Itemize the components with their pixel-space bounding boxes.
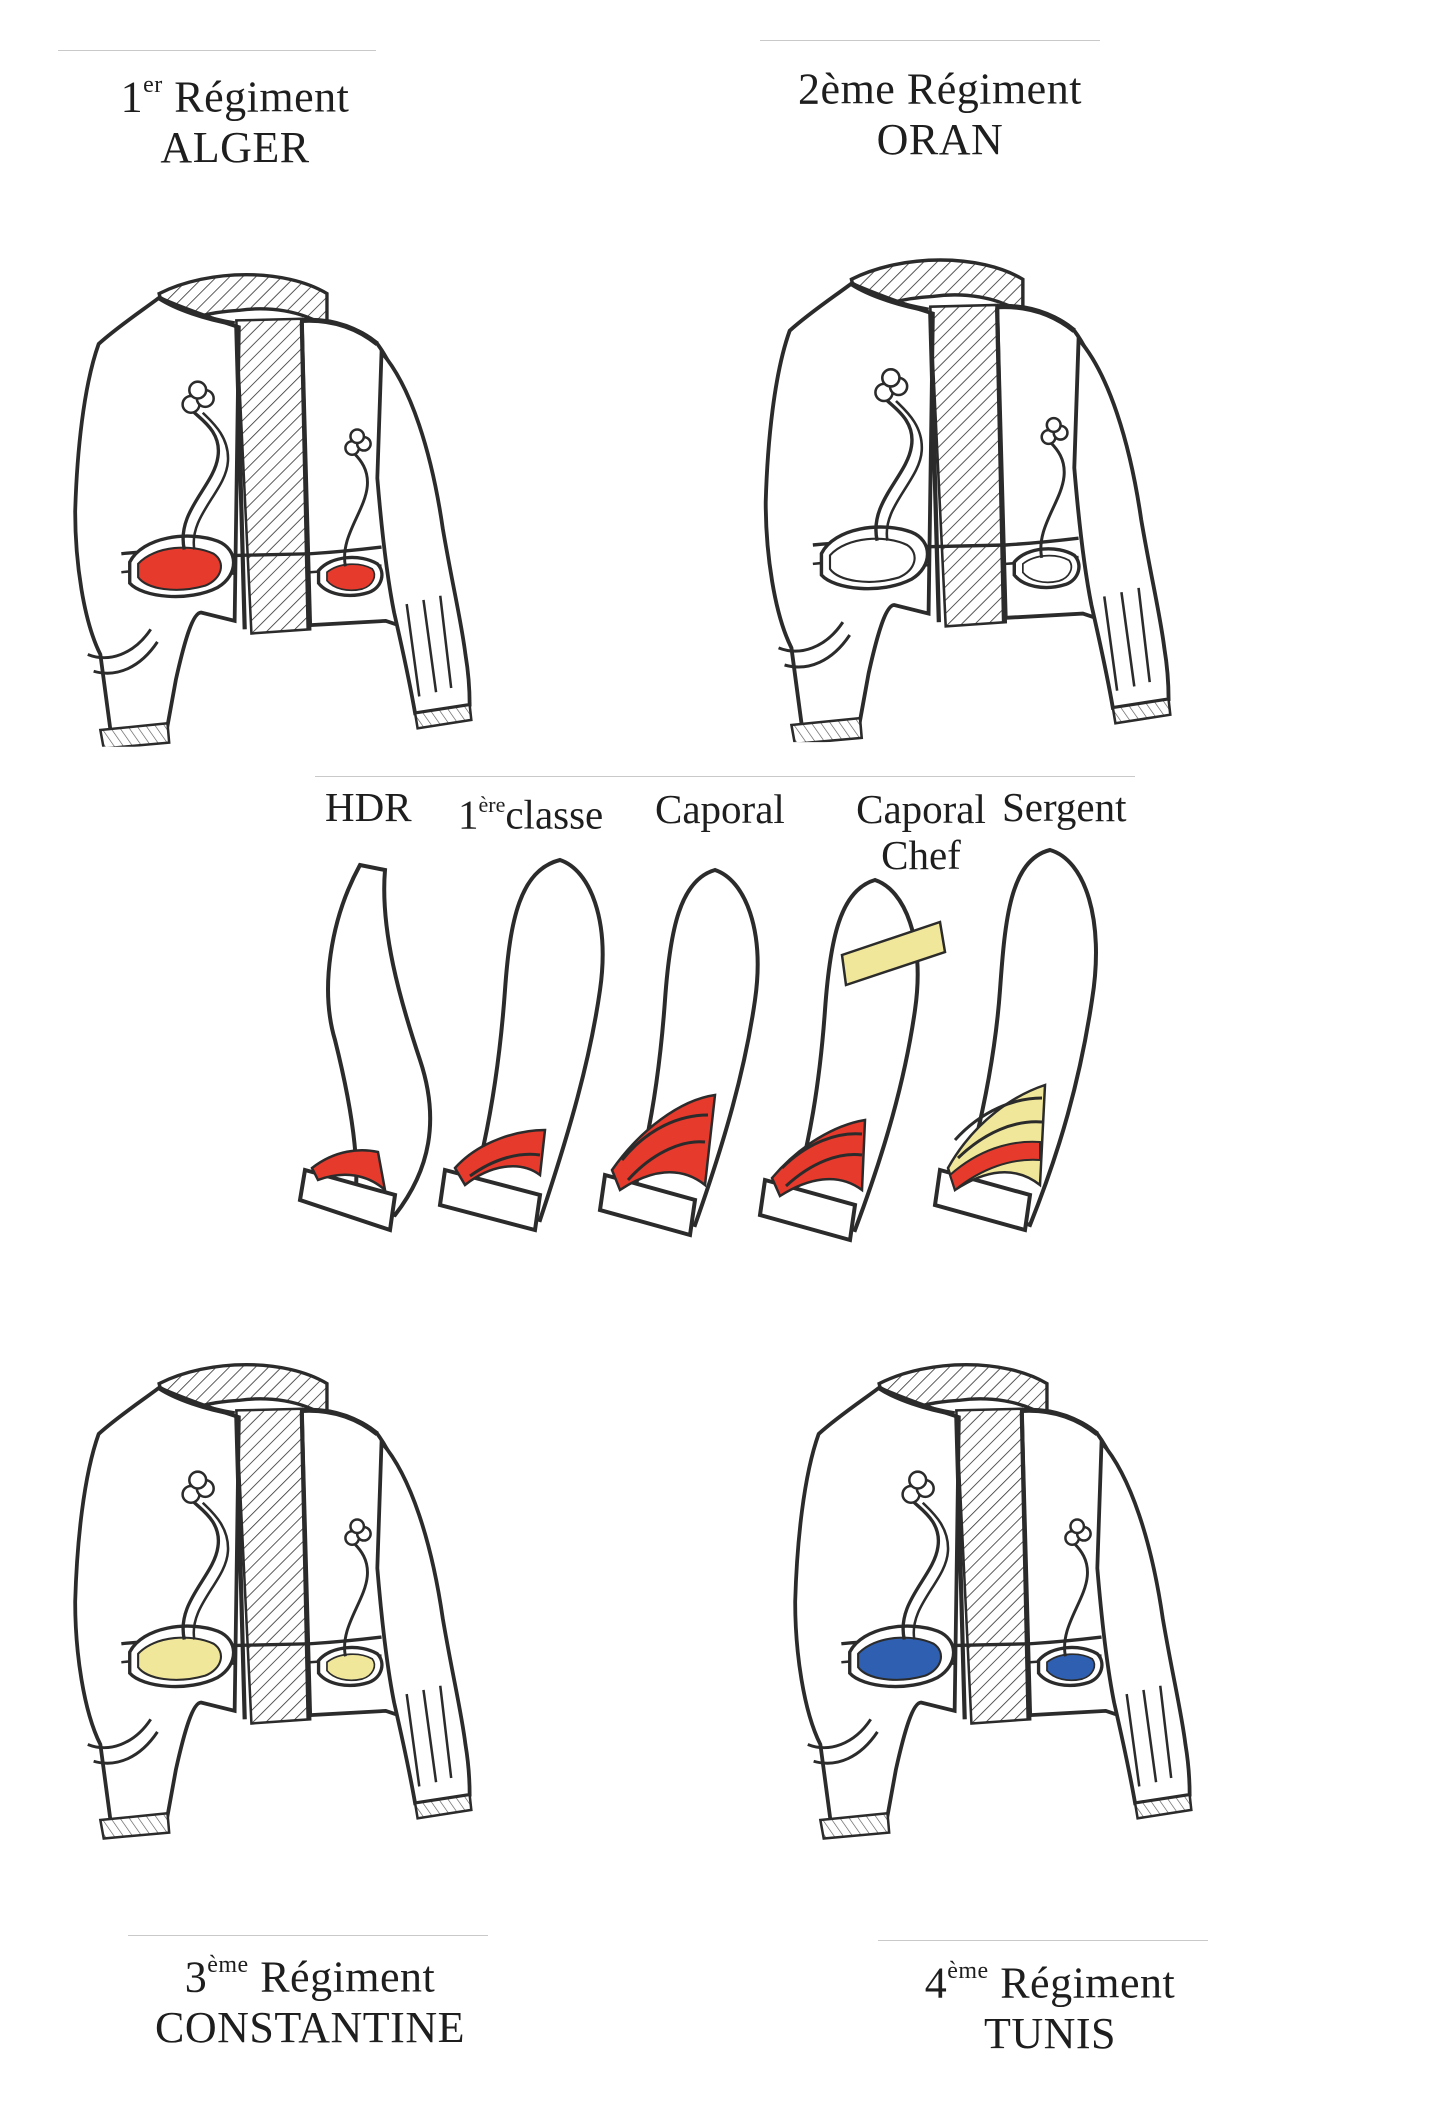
regiment-3-ordinal-suffix: ème	[207, 1952, 249, 1978]
sleeve-hdr	[297, 862, 433, 1233]
grade-label-caporal: Caporal	[655, 786, 785, 832]
jacket-alger	[75, 275, 471, 749]
caption-regiment-2: 2ème Régiment ORAN	[760, 56, 1120, 165]
sleeve-caporal	[597, 867, 760, 1238]
mid-rule	[315, 776, 1135, 777]
jacket-tunis	[795, 1365, 1191, 1839]
bottom-right-rule	[878, 1940, 1208, 1941]
regiment-2-city: ORAN	[876, 114, 1004, 164]
top-left-rule	[58, 50, 376, 51]
grade-label-caporal-chef: Caporal Chef	[826, 786, 1016, 878]
regiment-2-ordinal: 2ème	[798, 64, 896, 114]
grade-2-suffix: ère	[478, 792, 506, 817]
grade-label-hdr: HDR	[325, 784, 412, 830]
regiment-3-ordinal: 3	[184, 1952, 208, 2002]
grade-2-number: 1	[458, 791, 479, 838]
bottom-left-rule	[128, 1935, 488, 1936]
grade-4-line2: Chef	[881, 832, 961, 878]
top-right-rule	[760, 40, 1100, 41]
regiment-3-city: CONSTANTINE	[155, 2002, 465, 2052]
grade-label-sergent: Sergent	[1002, 784, 1127, 830]
regiment-2-word: Régiment	[895, 64, 1082, 114]
regiment-1-word: Régiment	[162, 72, 350, 122]
regiment-4-word: Régiment	[988, 1958, 1176, 2008]
grade-label-premiere-classe: 1èreclasse	[458, 784, 603, 838]
regiment-4-city: TUNIS	[983, 2008, 1117, 2058]
caption-regiment-3: 3ème Régiment CONSTANTINE	[130, 1944, 490, 2053]
regiment-1-city: ALGER	[160, 122, 310, 172]
grade-4-line1: Caporal	[856, 786, 986, 832]
grade-2-word: classe	[505, 791, 604, 838]
jacket-constantine	[75, 1365, 471, 1839]
jacket-oran	[766, 260, 1171, 744]
regiment-1-ordinal: 1	[120, 72, 144, 122]
caption-regiment-4: 4ème Régiment TUNIS	[880, 1950, 1220, 2059]
caption-regiment-1: 1er Régiment ALGER	[60, 64, 410, 173]
sleeve-sergent	[932, 847, 1098, 1233]
regiment-4-ordinal-suffix: ème	[947, 1958, 989, 1984]
sleeve-caporal-chef	[757, 877, 947, 1243]
sleeve-premiere-classe	[437, 857, 605, 1233]
regiment-4-ordinal: 4	[924, 1958, 948, 2008]
regiment-1-ordinal-suffix: er	[143, 72, 163, 98]
regiment-3-word: Régiment	[248, 1952, 436, 2002]
